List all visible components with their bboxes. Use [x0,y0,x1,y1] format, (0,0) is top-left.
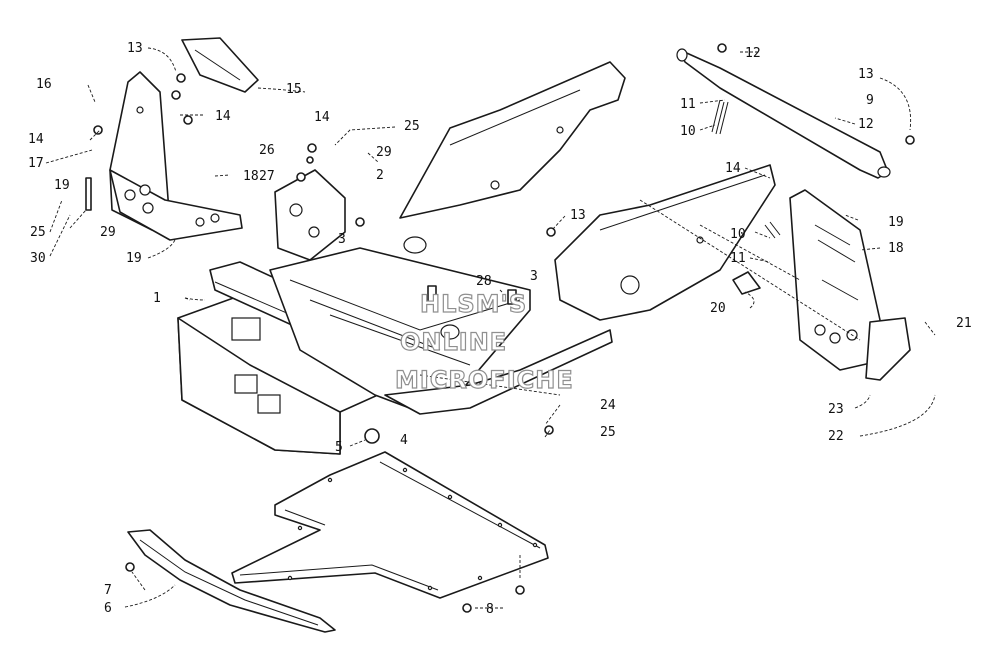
left-footrest [109,71,243,241]
watermark-line-2: ONLINE [400,328,507,356]
leader-lines [45,47,936,609]
callout-13: 13 [127,41,143,56]
callout-8: 8 [486,602,494,617]
callout-27: 27 [259,169,275,184]
callout-11: 11 [680,97,696,112]
callout-25: 25 [404,119,420,134]
callout-26: 26 [259,143,275,158]
callout-19: 19 [888,215,904,230]
callout-15: 15 [286,82,302,97]
callout-14: 14 [28,132,44,147]
callout-18: 18 [243,169,259,184]
bracket-20 [732,271,761,295]
callout-14: 14 [314,110,330,125]
callout-30: 30 [30,251,46,266]
callout-3: 3 [338,232,346,247]
callout-labels: 13 16 15 14 14 17 19 18 25 29 30 19 14 2… [28,41,972,617]
callout-20: 20 [710,301,726,316]
callout-5: 5 [335,440,343,455]
chassis-tunnel [269,236,613,415]
front-skid-plate [127,529,336,633]
callout-14: 14 [215,109,231,124]
floor-pan [231,451,549,599]
callout-14: 14 [725,161,741,176]
callout-25: 25 [600,425,616,440]
callout-22: 22 [828,429,844,444]
hood-bracket-left [181,37,259,93]
left-side-panel [399,61,626,219]
callout-19: 19 [126,251,142,266]
callout-17: 17 [28,156,44,171]
callout-16: 16 [36,77,52,92]
callout-1: 1 [153,291,161,306]
springs [711,99,781,239]
callout-29: 29 [100,225,116,240]
callout-12: 12 [745,46,761,61]
callout-10: 10 [730,227,746,242]
callout-18: 18 [888,241,904,256]
steering-bracket [274,169,346,261]
upper-cross-tube [676,48,891,179]
callout-12: 12 [858,117,874,132]
callout-28: 28 [476,274,492,289]
callout-24: 24 [600,398,616,413]
callout-23: 23 [828,402,844,417]
callout-19: 19 [54,178,70,193]
callout-9: 9 [866,93,874,108]
watermark: HLSM'S ONLINE MICROFICHE [394,289,574,394]
right-footrest [789,189,911,381]
hardware-pieces [85,43,915,613]
callout-3: 3 [530,269,538,284]
callout-29: 29 [376,145,392,160]
callout-21: 21 [956,316,972,331]
callout-13: 13 [570,208,586,223]
callout-2: 2 [376,168,384,183]
callout-13: 13 [858,67,874,82]
callout-7: 7 [104,583,112,598]
callout-10: 10 [680,124,696,139]
callout-25: 25 [30,225,46,240]
watermark-line-1: HLSM'S [420,290,527,318]
callout-4: 4 [400,433,408,448]
callout-11: 11 [730,251,746,266]
right-side-panel [554,164,776,321]
callout-6: 6 [104,601,112,616]
watermark-line-3: MICROFICHE [395,366,574,394]
